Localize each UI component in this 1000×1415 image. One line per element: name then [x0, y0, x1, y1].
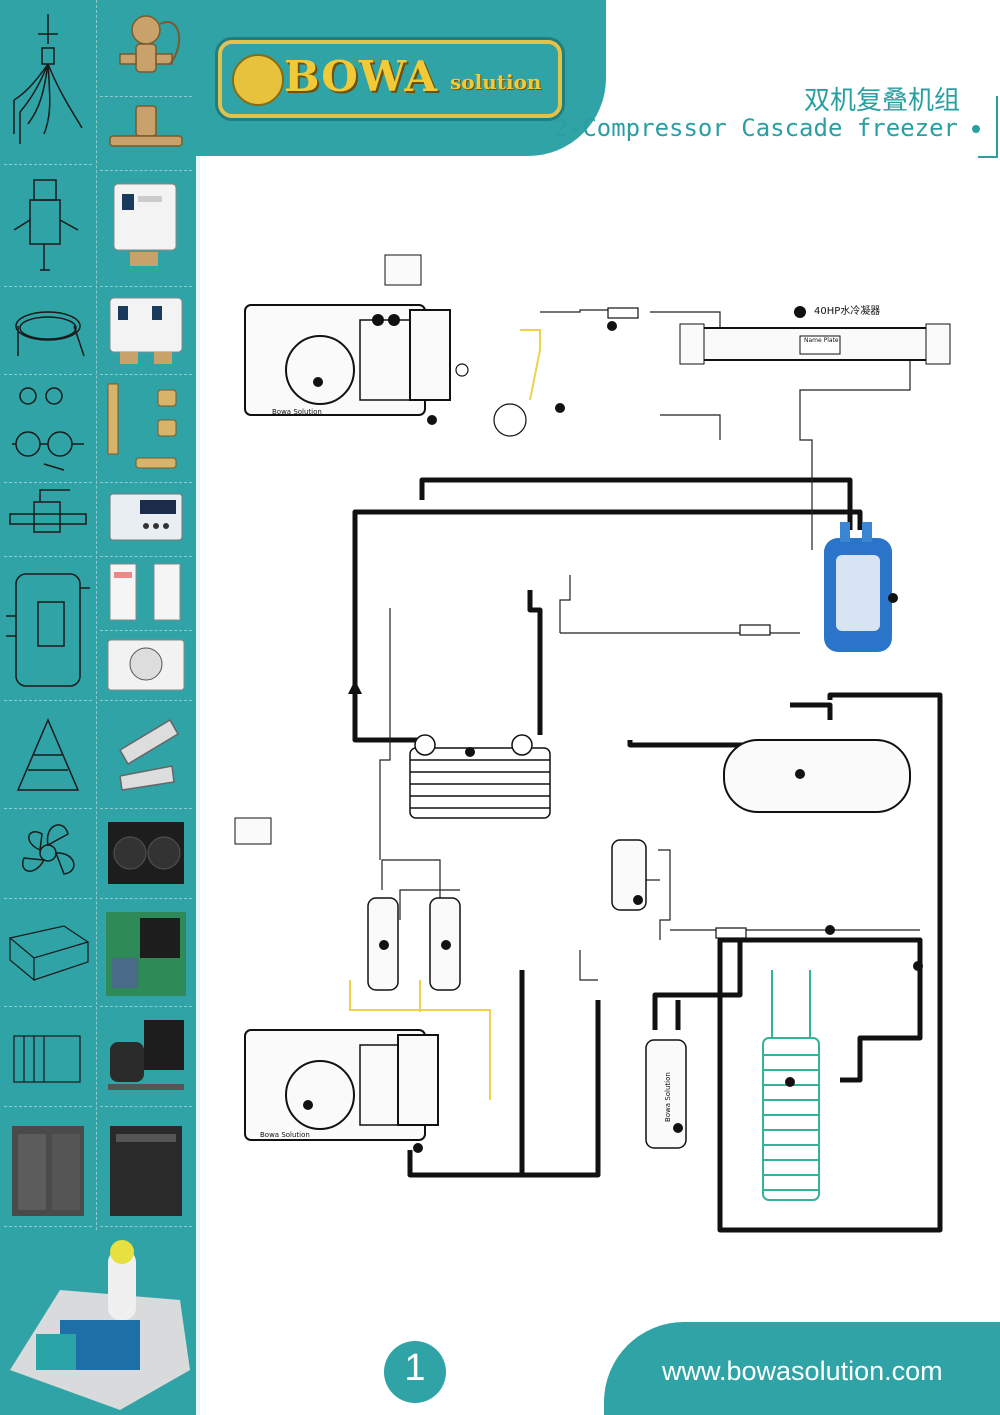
phase-protector-icon — [100, 556, 192, 631]
suction-separator — [645, 1039, 687, 1149]
hx-line — [527, 590, 543, 735]
cascade-unit-3d-icon — [0, 1230, 196, 1415]
evaporator-icon — [100, 630, 192, 701]
cabinet-unit-icon — [4, 1106, 92, 1227]
temperature-controller-icon — [100, 482, 192, 557]
water-cooled-condenser — [679, 323, 951, 365]
thin-line-f — [559, 575, 571, 633]
thin-line-a — [540, 309, 610, 313]
thin-line-b — [650, 311, 721, 330]
oil-separator-icon — [4, 170, 92, 287]
title-dot — [972, 125, 980, 133]
chiller-icon — [100, 1106, 192, 1227]
high-pressure-switch — [384, 254, 422, 286]
page-title-cn: 双机复叠机组 — [803, 86, 960, 116]
high-stage-motor-box — [409, 309, 451, 401]
scroll-compressor-icon — [4, 556, 92, 701]
separator-brand: Bowa Solution — [664, 1072, 672, 1122]
ball-valve-icon — [4, 482, 92, 557]
horizontal-receiver — [723, 739, 911, 813]
brand-logo[interactable]: BOWA solution — [218, 40, 562, 118]
footer-band — [604, 1322, 1000, 1415]
thin-line-g — [381, 859, 441, 900]
pressure-switch-icon — [100, 170, 192, 287]
title-bracket — [978, 96, 998, 158]
solenoid-valve-icon — [100, 96, 192, 171]
condensing-unit-icon — [100, 898, 192, 1007]
hermetic-unit-icon — [100, 1006, 192, 1107]
motor-icon — [4, 1006, 92, 1107]
receiver-link — [790, 702, 833, 720]
thin-line-j — [658, 849, 671, 940]
liquid-receiver — [824, 522, 892, 652]
component-number-bullets — [303, 306, 923, 1153]
fan-blade-icon — [4, 808, 92, 899]
low-stage-compressor — [244, 1029, 426, 1141]
thin-line-l — [579, 950, 598, 981]
evaporator-coil — [762, 970, 820, 1201]
compressor-brand-top: Bowa Solution — [272, 408, 322, 416]
condenser-label: 40HP水冷凝器 — [814, 304, 880, 317]
brand-sub: solution — [450, 70, 542, 94]
dual-pressure-switch-icon — [100, 286, 192, 375]
accumulator — [611, 839, 647, 911]
page-title-en: 2-Compressor Cascade freezer — [553, 114, 958, 142]
flow-arrow — [348, 680, 362, 694]
low-pressure-switch — [234, 817, 272, 845]
website-link[interactable]: www.bowasolution.com — [662, 1356, 943, 1386]
expansion-valve-icon — [100, 4, 192, 97]
suction-line-left — [352, 509, 863, 743]
inline-components — [455, 307, 771, 939]
cooler-loop — [652, 937, 923, 1083]
cascade-heat-exchanger — [409, 734, 551, 819]
strip-border — [196, 0, 200, 1415]
compressor-brand-bottom: Bowa Solution — [260, 1131, 310, 1139]
air-cooler-icon — [4, 898, 92, 1007]
capillary-coil-icon — [4, 4, 92, 165]
strip-divider — [96, 0, 97, 1230]
logo-emblem — [232, 54, 284, 106]
capillary-tube-icon — [4, 286, 92, 375]
condenser-coil-icon — [100, 808, 192, 899]
thin-line-d — [660, 414, 721, 440]
low-stage-motor-box — [397, 1034, 439, 1126]
low-stage-loop — [717, 692, 943, 1233]
cascade-refrigeration-schematic: 40HP水冷凝器 Name Plate Bowa Solution Bowa S… — [234, 254, 951, 1233]
discharge-line-top — [419, 477, 853, 530]
hx-outlet — [627, 740, 760, 748]
thin-line-c — [799, 360, 911, 550]
page-number: 1 — [404, 1347, 426, 1389]
brand-name: BOWA — [284, 52, 438, 101]
access-valve-icon — [100, 374, 192, 483]
high-stage-compressor — [244, 304, 426, 416]
hinge-icon — [100, 700, 192, 809]
low-discharge — [407, 1000, 601, 1178]
thin-line-h — [399, 889, 460, 920]
cooling-tower-icon — [4, 700, 92, 809]
oil-line-top — [520, 329, 541, 401]
nameplate-label: Name Plate — [804, 337, 839, 344]
sight-glass-icon — [4, 374, 92, 483]
thin-line-m — [379, 608, 391, 860]
page-number-circle — [384, 1341, 446, 1403]
